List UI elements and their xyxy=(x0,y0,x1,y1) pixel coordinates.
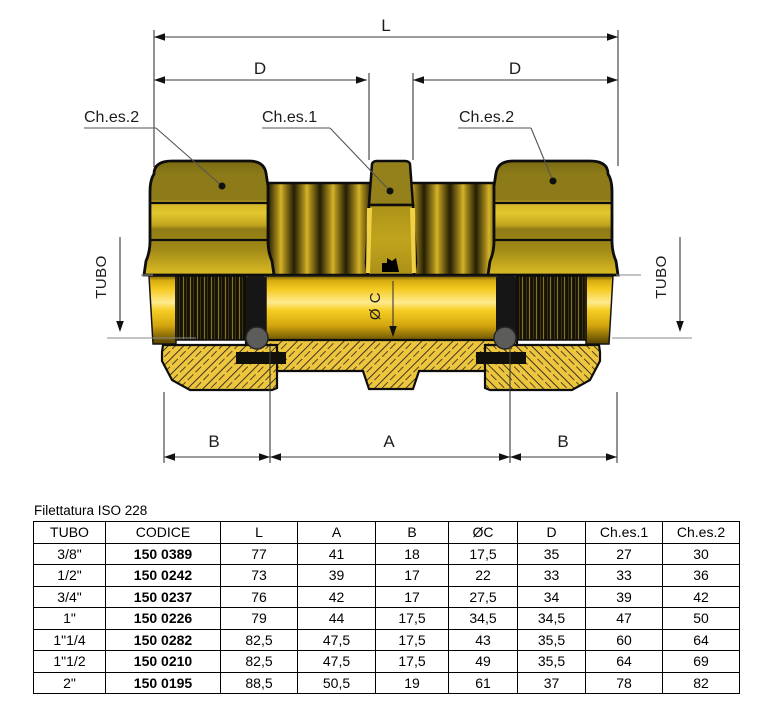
table-header-row: TUBO CODICE L A B ØC D Ch.es.1 Ch.es.2 xyxy=(33,521,740,544)
dim-label-B-right: B xyxy=(557,432,568,451)
label-ches2-right: Ch.es.2 xyxy=(459,109,514,126)
label-ches2-left: Ch.es.2 xyxy=(84,109,139,126)
fitting-body xyxy=(142,159,620,392)
col-header-codice: CODICE xyxy=(105,521,221,544)
spec-table-section: Filettatura ISO 228 TUBO CODICE L A B ØC… xyxy=(33,503,741,694)
dim-label-B-left: B xyxy=(208,432,219,451)
dim-label-A: A xyxy=(383,432,395,451)
dim-label-L: L xyxy=(381,16,390,35)
col-header-tubo: TUBO xyxy=(33,521,106,544)
dim-label-D-right: D xyxy=(509,59,521,78)
center-hex xyxy=(364,159,418,277)
col-header-b: B xyxy=(375,521,449,544)
dim-label-diameter-c: Ø C xyxy=(367,292,384,320)
left-cutaway xyxy=(148,275,286,392)
dim-label-tubo-left: TUBO xyxy=(93,255,110,299)
dim-label-D-left: D xyxy=(254,59,266,78)
label-ches1: Ch.es.1 xyxy=(262,109,317,126)
col-header-ches1: Ch.es.1 xyxy=(585,521,663,544)
col-header-d: D xyxy=(517,521,586,544)
technical-drawing: L D D Ch.es.2 Ch.es.1 Ch.es.2 TUBO TUBO … xyxy=(84,16,692,463)
leader-dots xyxy=(218,177,557,195)
dimension-lines xyxy=(84,30,692,463)
spec-table: TUBO CODICE L A B ØC D Ch.es.1 Ch.es.2 3… xyxy=(33,521,740,694)
dim-label-tubo-right: TUBO xyxy=(653,255,670,299)
flow-mark xyxy=(382,258,399,272)
col-header-a: A xyxy=(297,521,376,544)
left-nut xyxy=(142,159,276,277)
inner-tube xyxy=(265,275,498,341)
body-cross-section xyxy=(244,338,519,391)
table-title: Filettatura ISO 228 xyxy=(34,503,148,518)
right-cutaway xyxy=(474,274,615,392)
col-header-ches2: Ch.es.2 xyxy=(662,521,740,544)
col-header-oc: ØC xyxy=(448,521,518,544)
col-header-l: L xyxy=(220,521,298,544)
